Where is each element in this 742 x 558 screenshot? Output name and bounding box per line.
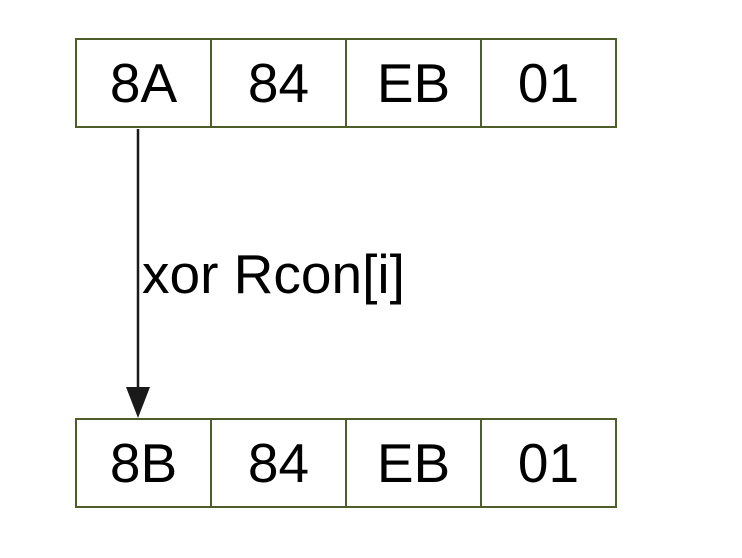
byte-cell-output-3: 01: [480, 420, 615, 506]
byte-cell-output-2: EB: [345, 420, 480, 506]
xor-rcon-label: xor Rcon[i]: [142, 243, 405, 305]
byte-cell-input-0: 8A: [109, 51, 178, 114]
byte-cell-input-2: EB: [345, 40, 480, 126]
down-arrow-icon: [126, 129, 150, 418]
byte-cell-input-3: 01: [480, 40, 615, 126]
down-arrow-head: [126, 387, 150, 418]
byte-cell-input-1: 84: [210, 40, 345, 126]
word-row-output: 8B 84 EB 01: [75, 418, 617, 508]
byte-cell-output-1: 84: [210, 420, 345, 506]
word-row-input: 8A 84 EB 01: [75, 38, 617, 128]
byte-cell-output-0: 8B: [109, 431, 178, 494]
